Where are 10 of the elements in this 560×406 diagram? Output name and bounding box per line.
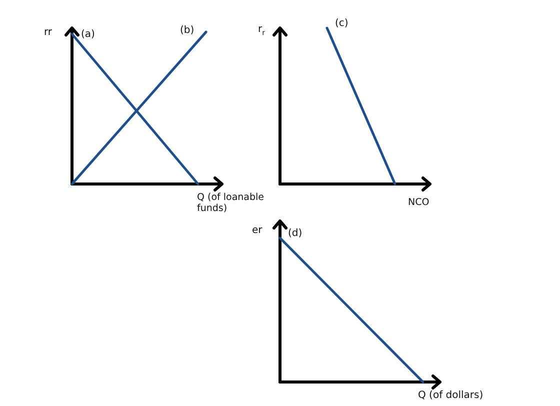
axis-label: NCO [408,198,430,209]
axis-label: rr [44,27,52,38]
curve-label: (b) [180,25,194,36]
axis-label: r$_{r}$ [258,24,266,38]
curve-label: (c) [335,18,348,30]
axis-label: er [252,225,262,236]
axis-label: Q (of loanable funds) [197,193,266,215]
axis-label: Q (of dollars) [418,390,484,402]
curve-label: (a) [81,29,95,40]
curve-label: (d) [288,228,302,240]
